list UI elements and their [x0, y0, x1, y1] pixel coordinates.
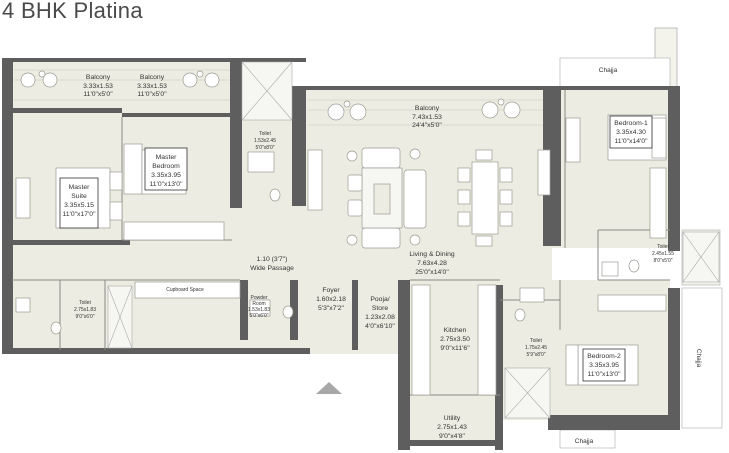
- master-suite-label-box: [59, 177, 99, 229]
- pooja-dim2: 4'0"x6'10": [365, 323, 395, 330]
- toilet-right-dim2: 8'0"x5'0": [653, 258, 672, 264]
- utility-name: Utility: [444, 415, 461, 422]
- toilet-top-name: Toilet: [259, 131, 271, 137]
- toilet-top-dim2: 5'0"x8'0": [255, 145, 274, 151]
- master-bedroom-dim1: 3.35x3.95: [151, 172, 181, 179]
- chajja-right-name: Chajja: [695, 349, 702, 368]
- living-dining-dim1: 7.63x4.28: [417, 260, 447, 267]
- shafts: [107, 61, 720, 419]
- master-suite-dim2: 11'0"x17'0": [63, 211, 97, 218]
- master-bedroom-label-box: [144, 147, 188, 191]
- balcony-main-name: Balcony: [415, 105, 440, 112]
- powder-dim2: 5'0"x6'0": [249, 313, 268, 319]
- powder-dim1: 1.53x1.83: [248, 307, 270, 313]
- toilet-mid-dim2: 5'9"x8'0": [526, 352, 545, 358]
- living-dining-dim2: 25'0"x14'0": [415, 269, 449, 276]
- utility-dim1: 2.75x1.43: [437, 424, 467, 431]
- balcony-tiling: [14, 69, 545, 126]
- toilet-mid-dim1: 1.75x2.45: [525, 345, 547, 351]
- living-dining-name: Living & Dining: [409, 251, 455, 258]
- pooja-name1: Pooja/: [370, 296, 389, 303]
- chajja-top-name: Chajja: [599, 67, 618, 74]
- kitchen-name: Kitchen: [444, 327, 467, 334]
- chajja-bottom-name: Chajja: [575, 438, 594, 445]
- bedroom-1-label-box: [609, 115, 653, 149]
- bedroom-1-dim2: 11'0"x14'0": [615, 138, 649, 145]
- master-bedroom-dim2: 11'0"x13'0": [150, 181, 184, 188]
- kitchen-dim1: 2.75x3.50: [440, 336, 470, 343]
- bedroom-2-label-box: [582, 348, 626, 382]
- master-suite-name1: Master: [69, 184, 91, 191]
- toilet-left-dim2: 9'0"x6'0": [75, 314, 94, 320]
- toilet-mid-name: Toilet: [530, 338, 542, 344]
- toilet-left-name: Toilet: [79, 300, 91, 306]
- passage-name: Wide Passage: [250, 265, 294, 272]
- foyer-dim2: 5'3"x7'2": [318, 305, 345, 312]
- bedroom-1-name: Bedroom-1: [614, 120, 648, 127]
- toilet-right-dim1: 2.45x1.55: [652, 251, 674, 257]
- toilet-left-dim1: 2.75x1.83: [74, 307, 96, 313]
- master-suite-dim1: 3.35x5.15: [64, 202, 94, 209]
- pooja-name2: Store: [372, 305, 388, 312]
- bedroom-2-name: Bedroom-2: [587, 353, 621, 360]
- walls: [2, 58, 680, 450]
- balcony-2-name: Balcony: [140, 74, 165, 81]
- room-labels: Balcony 3.33x1.53 11'0"x5'0" Balcony 3.3…: [59, 67, 702, 445]
- balcony-2-dim1: 3.33x1.53: [137, 83, 167, 90]
- plan-title: 4 BHK Platina: [2, 0, 143, 23]
- cupboard-name: Cupboard Space: [166, 287, 204, 293]
- master-bedroom-name1: Master: [156, 154, 178, 161]
- balcony-2-dim2: 11'0"x5'0": [137, 91, 167, 98]
- bedroom-1-dim1: 3.35x4.30: [616, 129, 646, 136]
- entrance-arrow-icon: [316, 382, 342, 394]
- balcony-chairs: [20, 70, 521, 121]
- bedroom-2-dim1: 3.35x3.95: [589, 362, 619, 369]
- powder-name2: Room: [252, 301, 265, 307]
- passage-dim: 1.10 (3'7"): [257, 256, 288, 263]
- balcony-1-name: Balcony: [86, 74, 111, 81]
- foyer-dim1: 1.60x2.18: [316, 296, 346, 303]
- toilet-right-name: Toilet: [657, 244, 669, 250]
- powder-name1: Powder: [251, 295, 268, 301]
- master-suite-name2: Suite: [71, 193, 87, 200]
- toilet-top-dim1: 1.53x2.45: [254, 138, 276, 144]
- balcony-main-dim2: 24'4"x5'0": [412, 122, 442, 129]
- balcony-1-dim2: 11'0"x5'0": [83, 91, 113, 98]
- balcony-1-dim1: 3.33x1.53: [83, 83, 113, 90]
- balcony-main-dim1: 7.43x1.53: [412, 114, 442, 121]
- foyer-name: Foyer: [322, 287, 340, 294]
- bedroom-2-dim2: 11'0"x13'0": [588, 371, 622, 378]
- kitchen-dim2: 9'0"x11'6": [440, 345, 470, 352]
- master-bedroom-name2: Bedroom: [152, 163, 180, 170]
- utility-dim2: 9'0"x4'8": [439, 433, 466, 440]
- pooja-dim1: 1.23x2.08: [365, 314, 395, 321]
